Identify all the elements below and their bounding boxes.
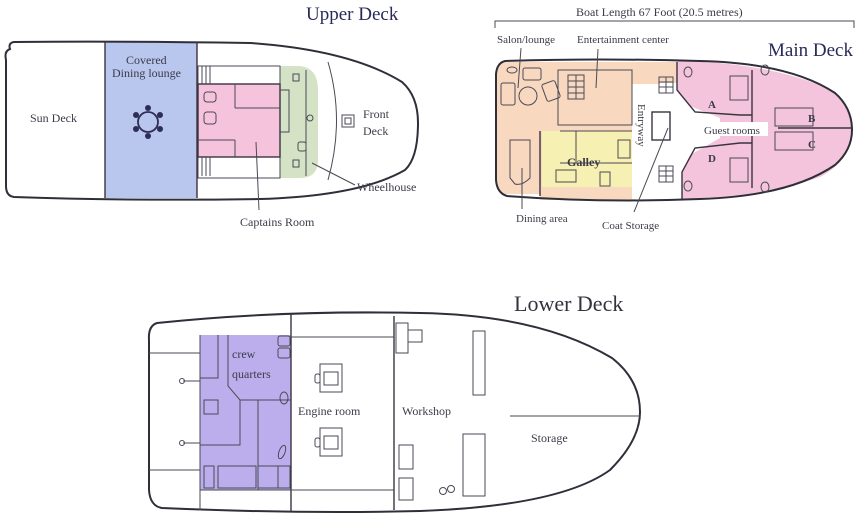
main-deck-title: Main Deck [768,40,853,61]
entryway-label: Entryway [635,104,647,147]
crew-quarters-label-line1: crew [232,347,256,361]
coat-storage-box [651,111,671,141]
upper-deck: Upper Deck [4,4,420,229]
salon-lounge-label: Salon/lounge [497,34,555,46]
room-c-label: C [808,139,816,151]
coffee-table-icon [518,86,538,106]
armchair-icon [541,80,561,102]
upper-deck-hull-outline [4,40,420,201]
toilet-icon [683,180,693,192]
sofa-icon [500,82,516,106]
boat-length-label: Boat Length 67 Foot (20.5 metres) [576,5,743,19]
lower-deck-title: Lower Deck [514,291,623,316]
lower-deck: Lower Deck [147,291,642,513]
lower-deck-hull-outline [147,311,642,513]
crew-quarters-area [200,335,291,490]
sink-icon [277,444,287,460]
engine-icon [314,363,343,393]
seat-icon [292,73,300,82]
room-a-label: A [708,99,716,111]
storage-label: Storage [531,431,568,445]
shelf-icon [462,433,486,497]
crew-quarters-label-line2: quarters [232,367,271,381]
lamp-icon [506,66,518,74]
appliance-icon [555,169,577,183]
sun-deck-label: Sun Deck [30,111,77,125]
porthole-icon [179,440,185,446]
covered-dining-label-line1: Covered [126,53,167,67]
stairs-icon [658,165,674,183]
wheelhouse-leader-line [311,162,356,186]
helm-icon [306,114,314,122]
captains-room-leader-line [255,141,260,211]
tank-icon [439,487,447,495]
main-deck: Boat Length 67 Foot (20.5 metres) Main D… [494,5,855,232]
captains-room-area [198,84,280,157]
bed-b-icon [774,107,814,127]
toilet-icon [760,181,770,193]
room-b-label: B [808,113,816,125]
stairs-icon [658,76,674,94]
toilet-icon [683,66,693,78]
coat-storage-label: Coat Storage [602,220,659,232]
toilet-icon [760,64,770,76]
chair-icon [203,91,217,103]
dining-table-icon [133,105,163,139]
captains-room-label: Captains Room [240,215,315,229]
coat-storage-leader-line [633,127,669,213]
guest-rooms-label: Guest rooms [704,125,760,137]
room-d-label: D [708,153,716,165]
stairs-icon [567,74,585,100]
hatch-icon [341,114,355,128]
locker-icon [277,347,291,359]
main-deck-hull-outline [495,58,854,202]
front-deck-label-line2: Deck [363,124,388,138]
galley-label: Galley [567,155,600,169]
tank-icon [447,485,455,493]
galley-area [542,131,632,187]
entertainment-leader-line [595,48,599,89]
cabinet-icon [398,477,414,501]
bed-d-icon [729,157,749,183]
toilet-icon [279,391,289,405]
engine-icon [314,427,343,457]
shelf-icon [472,330,486,396]
stairs-icon [201,66,211,176]
armchair-icon [522,67,542,81]
bed-c-icon [774,131,814,151]
entertainment-center-label: Entertainment center [577,34,669,46]
console-icon [297,141,307,152]
porthole-icon [179,378,185,384]
wheelhouse-label: Wheelhouse [357,180,416,194]
workshop-label: Workshop [402,404,451,418]
bed-a-icon [729,75,749,101]
upper-deck-title: Upper Deck [306,4,399,25]
locker-icon [277,335,291,347]
salon-leader-line [517,47,522,89]
chair-icon [203,111,217,125]
boat-length-dimension-line [494,20,855,28]
dining-area-label: Dining area [516,213,568,225]
covered-dining-lounge-area [105,42,197,198]
covered-dining-label-line2: Dining lounge [112,66,181,80]
engine-room-label: Engine room [298,404,361,418]
stove-icon [617,139,631,159]
seat-icon [292,159,300,168]
cabinet-icon [398,444,414,470]
front-deck-label-line1: Front [363,107,390,121]
workbench-icon [395,322,409,354]
guest-rooms-label-bg [702,122,768,136]
